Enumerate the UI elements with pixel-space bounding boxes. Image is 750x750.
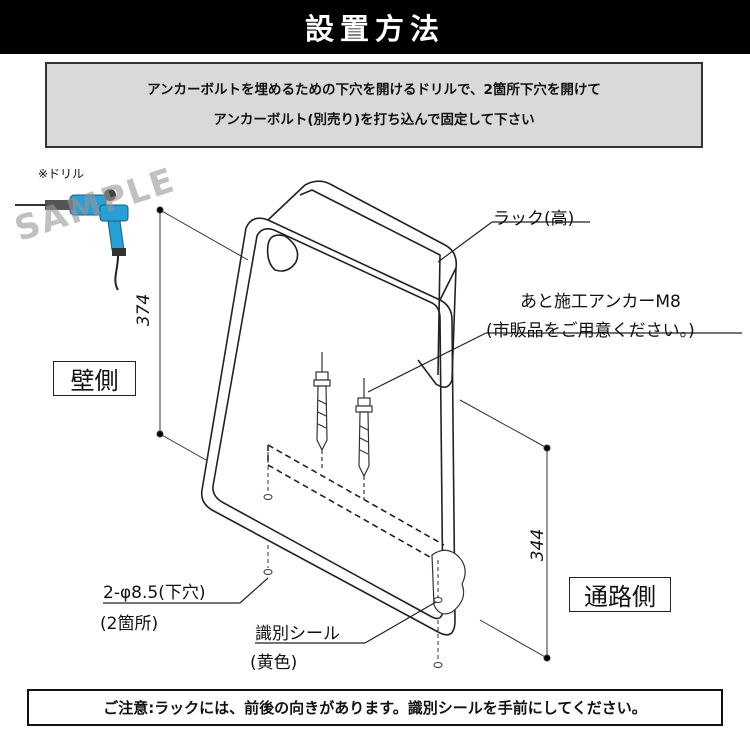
height-dimension: 374	[134, 293, 155, 327]
aisle-side-label: 通路側	[569, 577, 671, 612]
rack-outline	[200, 180, 458, 636]
instruction-line-1: アンカーボルトを埋めるための下穴を開けるドリルで、2箇所下穴を開けて	[147, 82, 601, 98]
hole-markers	[263, 445, 443, 668]
anchor-note: (市販品をご用意ください。)	[486, 321, 695, 341]
instruction-line-2: アンカーボルト(別売り)を打ち込んで固定して下さい	[213, 112, 535, 128]
hole-count-label: (2箇所)	[100, 614, 159, 634]
anchor-label: あと施工アンカーM8	[520, 292, 681, 312]
dimension-line-374	[156, 206, 249, 461]
page-title: 設置方法	[0, 0, 750, 54]
depth-dimension: 344	[528, 528, 549, 562]
hole-label: 2-φ8.5(下穴)	[103, 583, 206, 603]
caution-box: ご注意:ラックには、前後の向きがあります。識別シールを手前にしてください。	[27, 689, 723, 726]
id-seal	[431, 549, 466, 615]
drill-icon	[15, 189, 129, 291]
dimension-line-344	[459, 399, 551, 662]
seal-color-label: (黄色)	[250, 653, 298, 673]
drill-note: ※ドリル	[38, 167, 85, 181]
anchor-bolt-left	[313, 352, 331, 470]
wall-side-label: 壁側	[53, 361, 136, 396]
rack-label: ラック(高)	[493, 209, 575, 229]
anchor-bolt-right	[355, 378, 373, 500]
seal-label: 識別シール	[255, 624, 340, 644]
leader-lines	[103, 221, 742, 644]
instruction-box: アンカーボルトを埋めるための下穴を開けるドリルで、2箇所下穴を開けて アンカーボ…	[45, 62, 703, 148]
